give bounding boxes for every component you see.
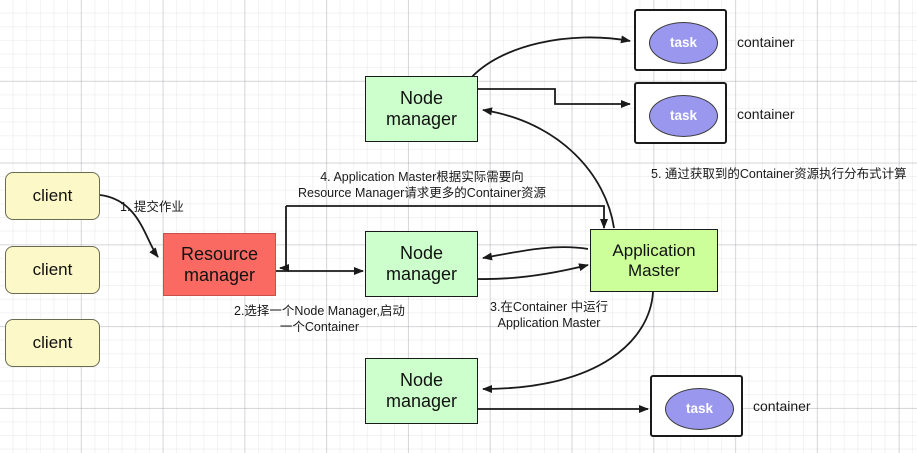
step-1-text: 1. 提交作业 xyxy=(120,200,184,214)
edge-application-master-to-node-manager xyxy=(482,246,589,261)
container-caption-1: container xyxy=(737,34,795,52)
application-master-box[interactable]: Application Master xyxy=(590,229,718,292)
step-4-label: 4. Application Master根据实际需要向 Resource Ma… xyxy=(298,170,546,201)
edge-top-node-manager-to-task1 xyxy=(469,35,631,80)
client-label: client xyxy=(32,333,73,353)
edge-application-master-to-top-node-manager xyxy=(482,107,615,229)
edge-step4-to-resource-manager xyxy=(279,206,289,272)
client-box-2[interactable]: client xyxy=(5,246,100,294)
node-manager-label-line1: Node xyxy=(399,88,444,109)
resource-manager-label-line1: Resource xyxy=(180,243,259,264)
container-box-3[interactable]: task xyxy=(650,375,743,437)
step-5-label: 5. 通过获取到的Container资源执行分布式计算 xyxy=(651,167,907,183)
node-manager-box-middle[interactable]: Node manager xyxy=(365,231,478,297)
task-ellipse-1[interactable]: task xyxy=(649,22,718,64)
step-3-line1: 3.在Container 中运行 xyxy=(490,300,609,314)
container-box-1[interactable]: task xyxy=(634,9,727,71)
task-label: task xyxy=(685,401,714,417)
step-5-text: 5. 通过获取到的Container资源执行分布式计算 xyxy=(651,167,907,181)
node-manager-label-line2: manager xyxy=(385,391,458,411)
step-2-line2: 一个Container xyxy=(279,319,360,334)
step-4-line1: 4. Application Master根据实际需要向 xyxy=(320,170,524,184)
edge-node-manager-to-application-master xyxy=(477,263,589,280)
application-master-label-line2: Master xyxy=(628,260,680,280)
node-manager-label-line1: Node xyxy=(399,370,444,391)
step-1-label: 1. 提交作业 xyxy=(120,200,184,216)
node-manager-label-line2: manager xyxy=(385,109,458,129)
client-box-1[interactable]: client xyxy=(5,172,100,220)
resource-manager-box[interactable]: Resource manager xyxy=(163,233,276,296)
container-caption-text: container xyxy=(737,106,795,122)
edge-step4-to-application-master xyxy=(286,205,608,229)
container-caption-3: container xyxy=(753,398,811,416)
node-manager-box-top[interactable]: Node manager xyxy=(365,76,478,142)
client-box-3[interactable]: client xyxy=(5,319,100,367)
container-box-2[interactable]: task xyxy=(634,82,727,144)
step-3-line2: Application Master xyxy=(497,315,601,330)
step-4-line2: Resource Manager请求更多的Container资源 xyxy=(298,185,547,200)
container-caption-text: container xyxy=(753,398,811,414)
task-ellipse-2[interactable]: task xyxy=(649,95,718,137)
step-3-label: 3.在Container 中运行 Application Master xyxy=(490,300,608,331)
task-label: task xyxy=(669,35,698,51)
task-label: task xyxy=(669,108,698,124)
step-2-line1: 2.选择一个Node Manager,启动 xyxy=(234,304,405,318)
application-master-label-line1: Application xyxy=(612,240,696,260)
edge-top-node-manager-to-task2 xyxy=(478,88,631,108)
container-caption-2: container xyxy=(737,106,795,124)
node-manager-label-line2: manager xyxy=(385,264,458,284)
task-ellipse-3[interactable]: task xyxy=(665,388,734,430)
step-2-label: 2.选择一个Node Manager,启动 一个Container xyxy=(234,304,405,335)
node-manager-box-bottom[interactable]: Node manager xyxy=(365,358,478,424)
client-label: client xyxy=(32,260,73,280)
container-caption-text: container xyxy=(737,34,795,50)
resource-manager-label-line2: manager xyxy=(183,264,256,285)
node-manager-label-line1: Node xyxy=(399,243,444,264)
client-label: client xyxy=(32,186,73,206)
